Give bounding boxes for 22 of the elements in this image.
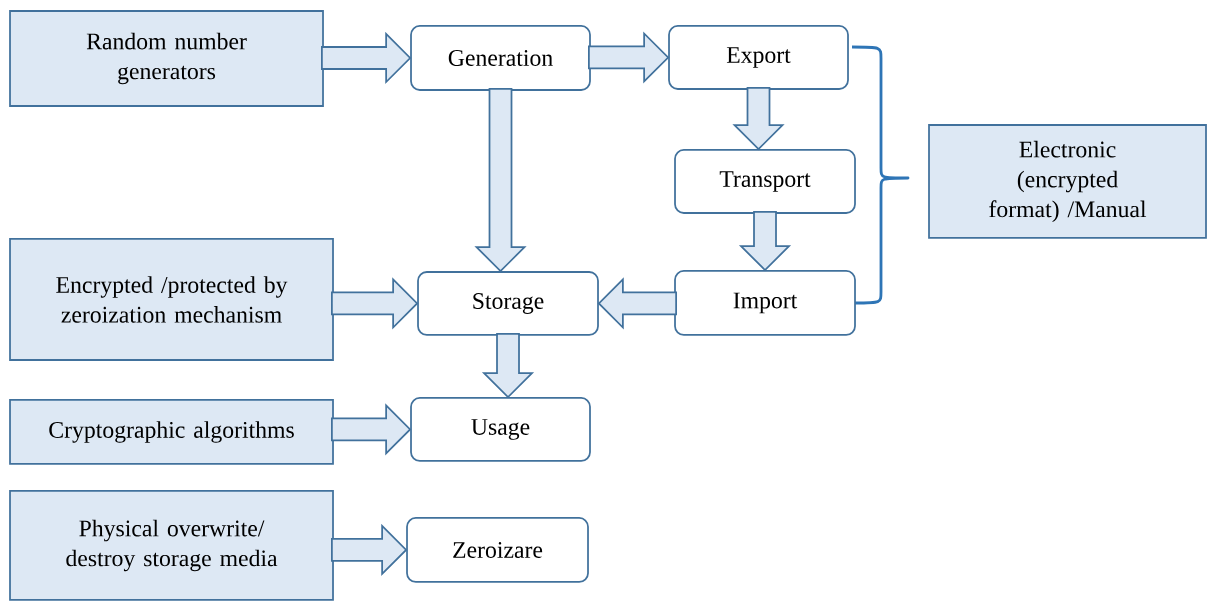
block-arrow xyxy=(331,403,412,456)
block-arrow xyxy=(321,31,412,85)
process-box: Usage xyxy=(410,397,591,462)
note-box: Electronic (encrypted format) /Manual xyxy=(928,124,1207,239)
process-box: Export xyxy=(668,25,849,90)
note-box: Physical overwrite/ destroy storage media xyxy=(9,490,334,601)
process-box: Zeroizare xyxy=(406,517,589,583)
process-box: Storage xyxy=(417,271,599,336)
block-arrow xyxy=(738,211,792,272)
note-box: Cryptographic algorithms xyxy=(9,399,334,465)
block-arrow xyxy=(597,277,677,330)
process-box: Generation xyxy=(410,25,591,91)
note-box: Encrypted /protected by zeroization mechanism xyxy=(9,238,334,361)
process-box: Import xyxy=(674,270,856,336)
block-arrow xyxy=(331,277,419,330)
process-box: Transport xyxy=(674,149,856,214)
block-arrow xyxy=(588,31,670,84)
block-arrow xyxy=(481,333,535,399)
block-arrow xyxy=(732,87,785,151)
block-arrow xyxy=(474,88,527,273)
block-arrow xyxy=(331,523,408,577)
note-box: Random number generators xyxy=(9,10,324,107)
